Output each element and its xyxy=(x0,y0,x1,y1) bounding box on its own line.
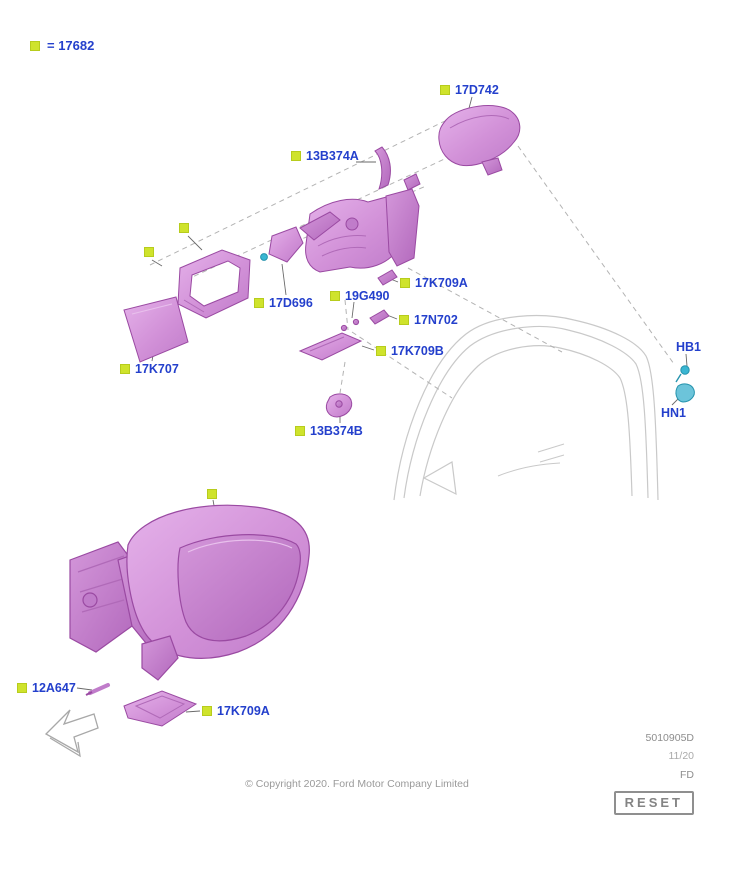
part-label-17D742[interactable]: 17D742 xyxy=(440,84,499,97)
part-17N702-rod[interactable] xyxy=(369,309,390,325)
part-swatch-icon xyxy=(202,706,212,717)
part-17K707-mirror-glass[interactable] xyxy=(123,296,189,363)
part-17682-mirror-assembly[interactable] xyxy=(69,504,310,681)
door-detail-lines xyxy=(497,443,565,477)
part-number-text: 13B374A xyxy=(306,149,359,163)
part-13B374B-knob[interactable] xyxy=(325,393,353,418)
document-info-block: 5010905D 11/20 FD RESET xyxy=(574,730,694,815)
reset-button[interactable]: RESET xyxy=(613,790,694,815)
copyright-notice: © Copyright 2020. Ford Motor Company Lim… xyxy=(245,778,469,790)
part-19G490-plate[interactable] xyxy=(298,318,363,361)
bezel-detail xyxy=(183,299,205,313)
part-17D742-mirror-cap[interactable] xyxy=(438,105,521,176)
part-HN1-nut[interactable] xyxy=(675,383,695,403)
legend: = 17682 xyxy=(30,38,94,53)
part-label-13B374A[interactable]: 13B374A xyxy=(291,150,359,163)
front-direction-arrow-icon xyxy=(44,709,99,758)
part-13B374A-seal[interactable] xyxy=(374,146,421,191)
part-swatch-icon xyxy=(376,346,386,357)
legend-swatch-icon xyxy=(30,40,40,51)
assembly-marker-swatch-icon xyxy=(207,489,217,499)
part-number-text: 17N702 xyxy=(414,313,458,327)
part-label-13B374B[interactable]: 13B374B xyxy=(295,425,363,438)
part-label-17K709A-upper[interactable]: 17K709A xyxy=(400,277,468,290)
part-swatch-icon xyxy=(17,683,27,694)
assembly-glass-edge xyxy=(187,539,293,553)
part-label-17D696[interactable]: 17D696 xyxy=(254,297,313,310)
part-label-HB1[interactable]: HB1 xyxy=(676,341,701,354)
seal-fragment xyxy=(403,173,421,191)
part-12A647-screw[interactable] xyxy=(85,683,110,696)
part-swatch-icon xyxy=(120,364,130,375)
door-sail-panel xyxy=(422,461,457,496)
part-swatch-icon xyxy=(254,298,264,309)
screw-b xyxy=(352,318,360,326)
part-swatch-icon xyxy=(291,151,301,162)
glass-highlight xyxy=(131,303,173,315)
assembly-glass-face xyxy=(177,534,301,642)
plate-inner xyxy=(309,336,345,352)
part-number-text: 17D742 xyxy=(455,83,499,97)
part-17K709A-lower-gasket[interactable] xyxy=(123,690,198,727)
part-housing-bezel[interactable] xyxy=(177,249,251,319)
assembly-marker-swatch-icon xyxy=(179,223,189,233)
doc-date: 11/20 xyxy=(668,750,695,763)
door-window-frame-mid xyxy=(403,325,649,499)
part-number-text: HN1 xyxy=(661,406,687,420)
bracket-detail-lines xyxy=(317,235,367,257)
part-label-HN1[interactable]: HN1 xyxy=(661,407,686,420)
doc-number: 5010905D xyxy=(645,732,694,744)
front-arrow-shadow xyxy=(49,737,81,758)
part-label-19G490[interactable]: 19G490 xyxy=(330,290,389,303)
cap-tab xyxy=(481,157,503,176)
part-number-text: HB1 xyxy=(676,340,702,354)
legend-text: = 17682 xyxy=(47,38,95,53)
part-swatch-icon xyxy=(330,291,340,302)
part-swatch-icon xyxy=(295,426,305,437)
part-17D696-mount[interactable] xyxy=(260,226,304,263)
actuator-body[interactable] xyxy=(385,188,420,267)
part-label-17K709A-lower[interactable]: 17K709A xyxy=(202,705,270,718)
gasket-inner xyxy=(134,695,186,719)
part-17K709A-upper-clip[interactable] xyxy=(377,269,398,286)
pivot-bushing-teal xyxy=(260,253,268,261)
knob-center xyxy=(335,400,343,408)
part-label-17N702[interactable]: 17N702 xyxy=(399,314,458,327)
assembly-base-detail xyxy=(77,555,127,613)
part-number-text: 17K707 xyxy=(135,362,179,376)
part-label-12A647[interactable]: 12A647 xyxy=(17,682,76,695)
part-number-text: 17K709A xyxy=(415,276,468,290)
pivot-hole xyxy=(345,217,359,231)
bracket-arm xyxy=(299,211,341,241)
cap-inner-line xyxy=(449,115,510,129)
part-label-17K709B[interactable]: 17K709B xyxy=(376,345,444,358)
door-outline xyxy=(393,315,659,501)
screw-a xyxy=(340,324,348,332)
assembly-pivot xyxy=(82,592,98,608)
part-number-text: 17K709A xyxy=(217,704,270,718)
door-window-frame-outer xyxy=(393,315,659,501)
part-number-text: 17K709B xyxy=(391,344,444,358)
part-label-17K707[interactable]: 17K707 xyxy=(120,363,179,376)
part-HB1-bolt[interactable] xyxy=(675,365,690,383)
assembly-foot xyxy=(141,635,179,681)
part-number-text: 19G490 xyxy=(345,289,390,303)
part-swatch-icon xyxy=(399,315,409,326)
door-window-frame-inner xyxy=(419,345,633,497)
doc-code: FD xyxy=(680,768,694,781)
part-number-text: 12A647 xyxy=(32,681,76,695)
part-number-text: 13B374B xyxy=(310,424,363,438)
assembly-marker-swatch-icon xyxy=(144,247,154,257)
part-swatch-icon xyxy=(440,85,450,96)
part-number-text: 17D696 xyxy=(269,296,313,310)
part-bracket-cluster[interactable] xyxy=(299,188,420,273)
part-swatch-icon xyxy=(400,278,410,289)
